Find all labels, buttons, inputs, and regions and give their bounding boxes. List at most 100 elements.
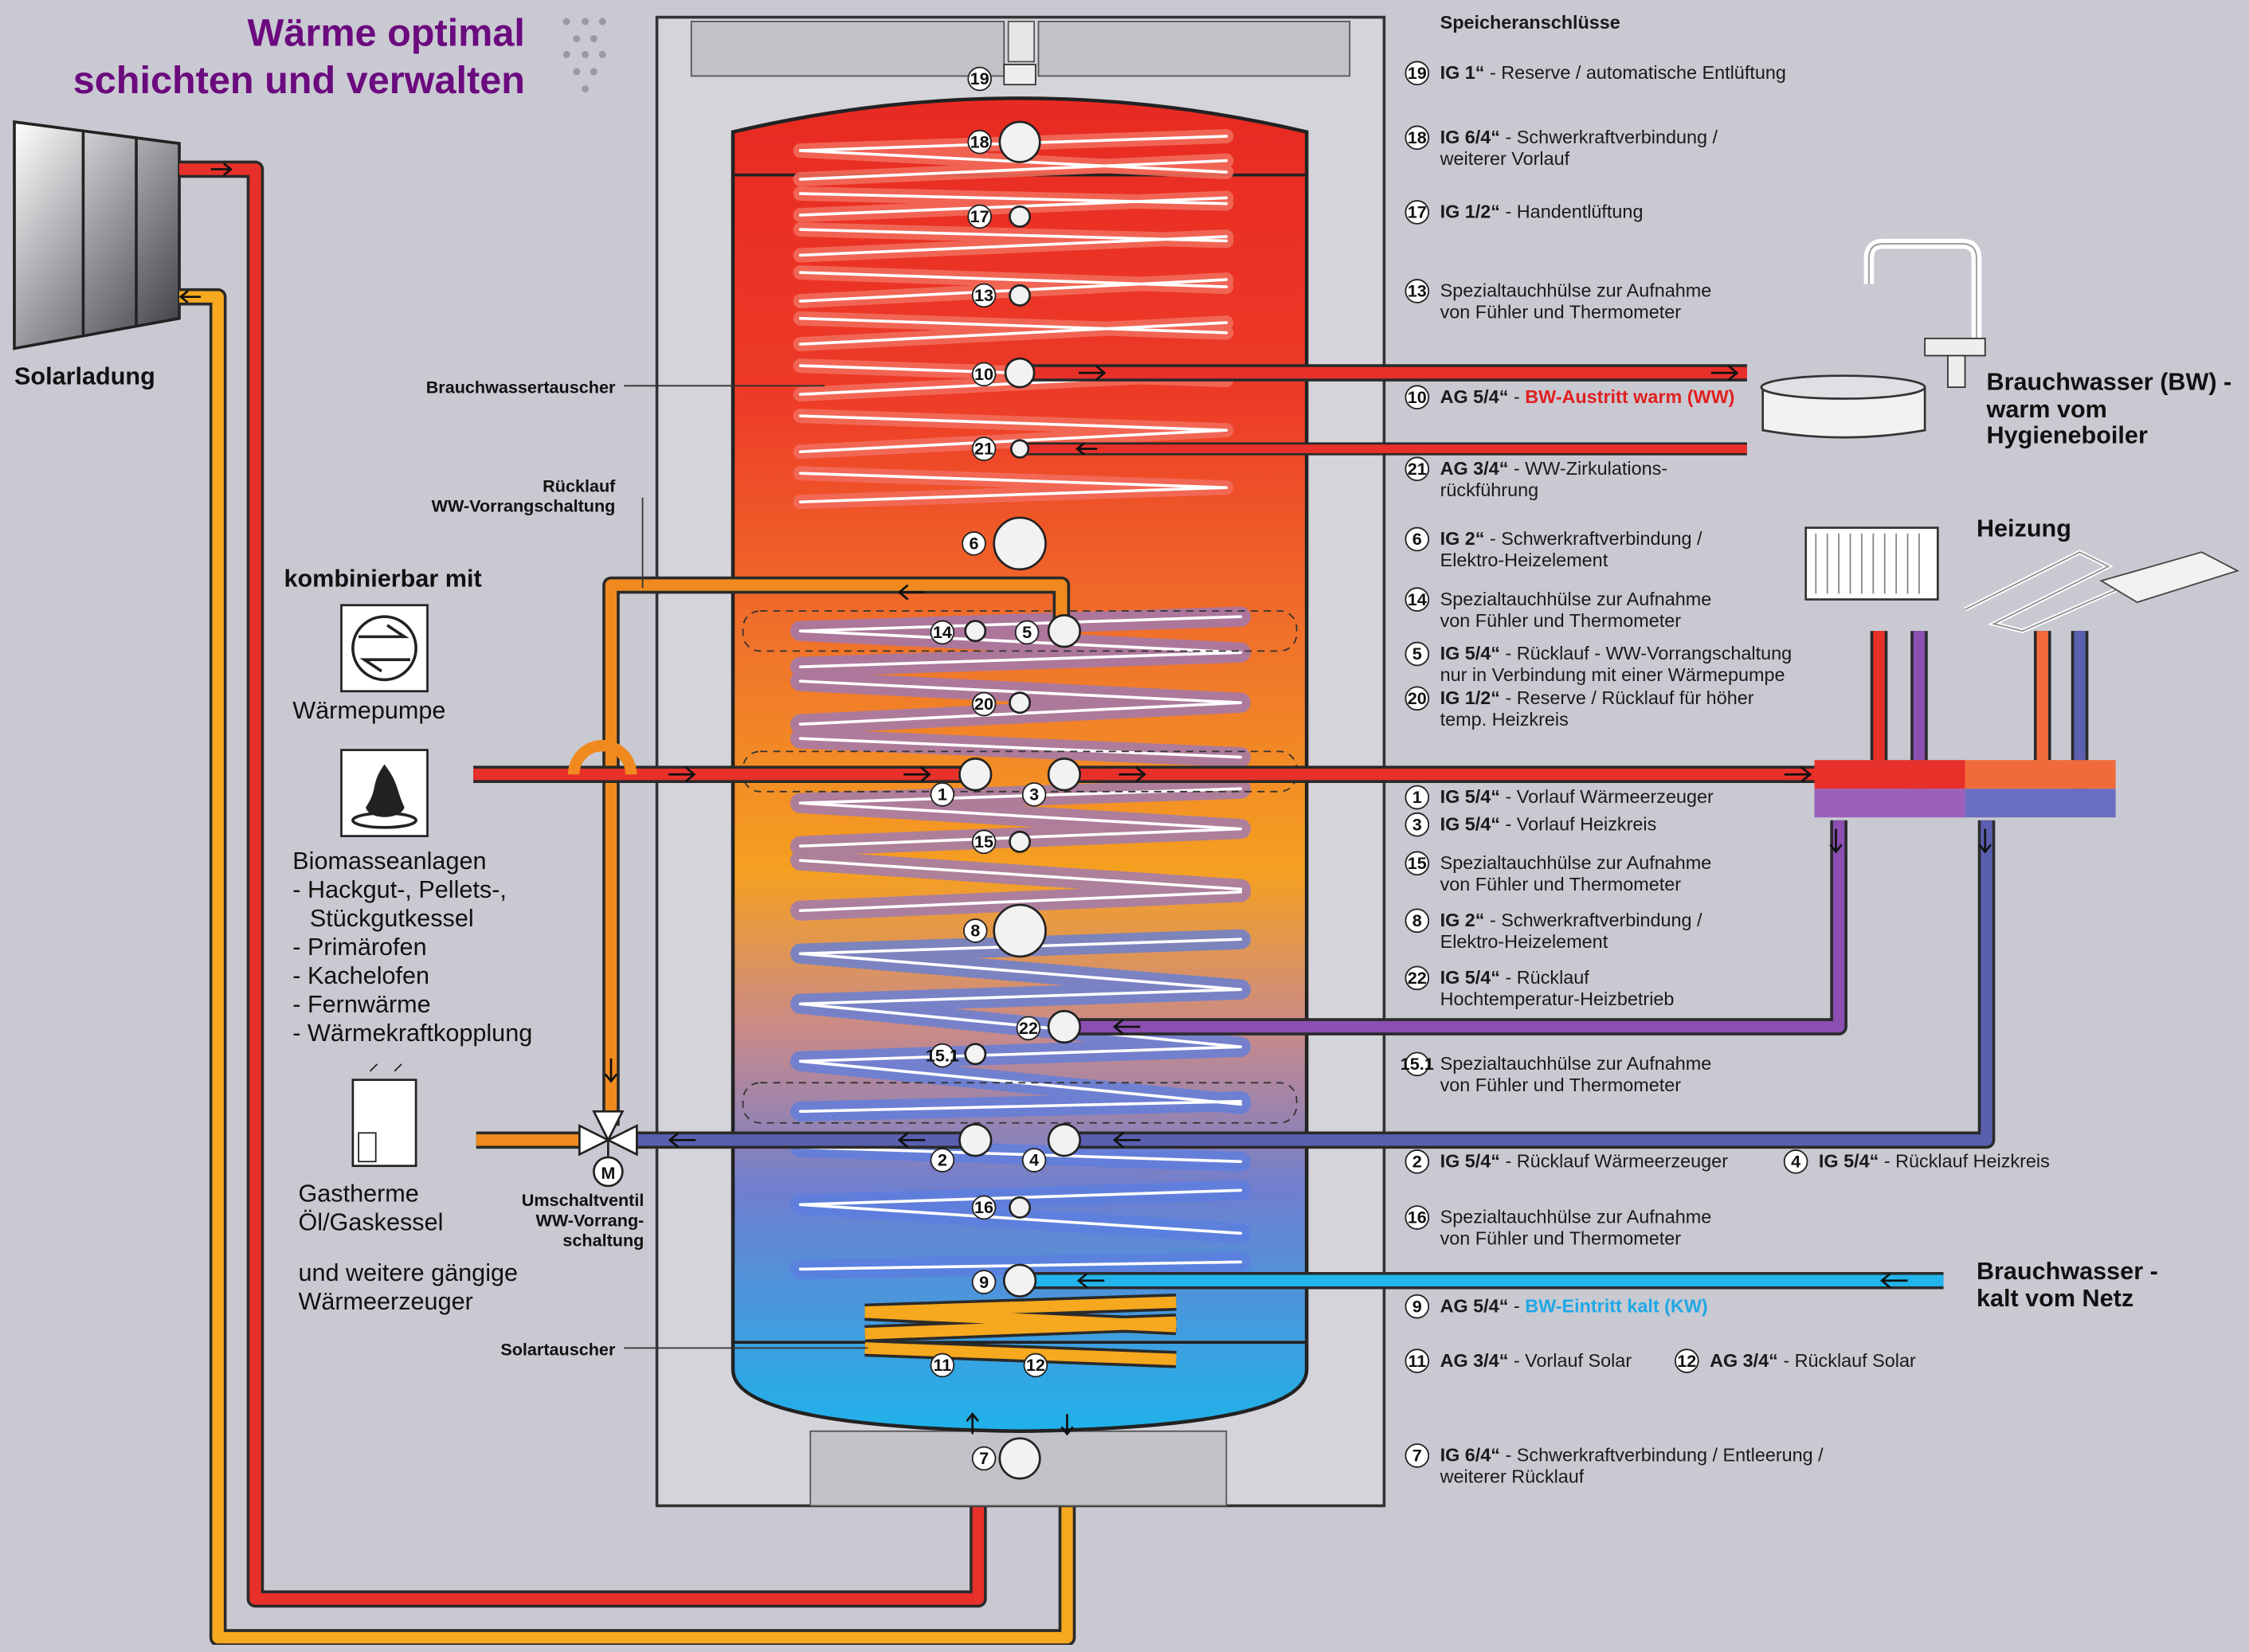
legend-item-text: Spezialtauchhülse zur Aufnahme xyxy=(1440,852,1712,873)
legend-badge-number: 20 xyxy=(1408,688,1427,708)
callout-solar-exchanger: Solartauscher xyxy=(500,1339,616,1359)
legend-item-text: Spezialtauchhülse zur Aufnahme xyxy=(1440,589,1712,609)
biomass-line-1: Biomasseanlagen xyxy=(292,848,486,875)
gas-line-2: Öl/Gaskessel xyxy=(298,1209,443,1236)
legend-item-text: IG 5/4“ - Rücklauf Heizkreis xyxy=(1819,1151,2050,1172)
legend-badge xyxy=(1405,456,1430,482)
legend-item-text-line2: weiterer Rücklauf xyxy=(1440,1466,1585,1487)
legend-badge xyxy=(1405,686,1430,711)
legend-badge xyxy=(1405,1294,1430,1319)
legend-item-text-line2: nur in Verbindung mit einer Wärmepumpe xyxy=(1440,664,1785,685)
legend-badge xyxy=(1405,527,1430,552)
port-number-1: 1 xyxy=(938,785,947,804)
legend-item-text: AG 3/4“ - Rücklauf Solar xyxy=(1710,1350,1916,1371)
port-number-11: 11 xyxy=(933,1355,951,1375)
legend-badge xyxy=(1405,1149,1430,1174)
combinable-heading: kombinierbar mit xyxy=(284,565,481,592)
legend-badge xyxy=(1405,785,1430,810)
more-line-1: und weitere gängige xyxy=(298,1259,518,1286)
legend-list: 19 IG 1“ - Reserve / automatische Entlüft… xyxy=(1401,61,2050,1487)
port-number-10: 10 xyxy=(974,364,993,384)
dhw-cold-line-1: Brauchwasser - xyxy=(1977,1258,2158,1285)
legend-badge xyxy=(1405,279,1430,303)
legend-item-text: IG 6/4“ - Schwerkraftverbindung / xyxy=(1440,127,1718,147)
legend-item-text: IG 2“ - Schwerkraftverbindung / xyxy=(1440,910,1702,930)
legend-item-text-line2: von Fühler und Thermometer xyxy=(1440,302,1682,323)
title-line-1: Wärme optimal xyxy=(248,12,525,55)
flow-arrows xyxy=(604,365,1992,1436)
legend-badge-number: 11 xyxy=(1408,1351,1426,1371)
gas-line-1: Gastherme xyxy=(298,1180,418,1208)
dhw-warm-line-3: Hygieneboiler xyxy=(1987,421,2148,448)
legend-badge-number: 13 xyxy=(1408,281,1427,301)
legend-badge xyxy=(1405,1051,1430,1077)
legend-badge xyxy=(1405,61,1430,86)
callout-return-1: Rücklauf xyxy=(543,476,616,496)
legend-badge-number: 18 xyxy=(1408,127,1427,147)
legend-item-text-line2: Elektro-Heizelement xyxy=(1440,931,1608,952)
legend-badge-number: 21 xyxy=(1408,459,1427,479)
port-number-16: 16 xyxy=(974,1197,993,1217)
legend-item-text: AG 5/4“ - BW-Austritt warm (WW) xyxy=(1440,386,1735,407)
valve-motor-label: M xyxy=(601,1163,615,1183)
dhw-cold-line-2: kalt vom Netz xyxy=(1977,1285,2133,1312)
biomass-line-7: - Wärmekraftkopplung xyxy=(292,1020,532,1047)
solar-label: Solarladung xyxy=(14,363,155,390)
dhw-warm-line-1: Brauchwasser (BW) - xyxy=(1987,369,2232,396)
legend-item-text: AG 3/4“ - Vorlauf Solar xyxy=(1440,1350,1632,1371)
legend-item-text: Spezialtauchhülse zur Aufnahme xyxy=(1440,280,1712,301)
legend-item-text-line2: rückführung xyxy=(1440,480,1539,500)
legend-badge xyxy=(1674,1349,1699,1373)
legend-item-text-line2: von Fühler und Thermometer xyxy=(1440,610,1682,631)
callout-dhw-exchanger: Brauchwassertauscher xyxy=(426,377,616,397)
port-number-2: 2 xyxy=(938,1150,947,1170)
port-number-8: 8 xyxy=(970,921,980,941)
heating-distributor xyxy=(1814,760,2116,818)
legend-item-text: IG 1/2“ - Handentlüftung xyxy=(1440,202,1644,222)
legend-badge xyxy=(1405,1349,1430,1373)
sink-basin-icon xyxy=(1760,374,1926,439)
legend-item-text: IG 5/4“ - Rücklauf Wärmeerzeuger xyxy=(1440,1151,1729,1172)
legend-item-text-line2: Elektro-Heizelement xyxy=(1440,550,1608,570)
legend-badge-number: 10 xyxy=(1408,387,1427,407)
legend-item-text-line2: von Fühler und Thermometer xyxy=(1440,1228,1682,1249)
port-number-20: 20 xyxy=(974,694,993,714)
callout-valve-2: WW-Vorrang- xyxy=(535,1210,644,1230)
legend-item-text: AG 5/4“ - BW-Eintritt kalt (KW) xyxy=(1440,1295,1708,1316)
legend-item-text: AG 3/4“ - WW-Zirkulations- xyxy=(1440,458,1668,479)
legend-item-text: IG 2“ - Schwerkraftverbindung / xyxy=(1440,528,1702,549)
legend-badge-number: 5 xyxy=(1412,644,1422,664)
heat-pump-icon xyxy=(340,604,429,693)
port-number-22: 22 xyxy=(1019,1018,1038,1038)
legend-item-text-line2: von Fühler und Thermometer xyxy=(1440,874,1682,895)
biomass-line-3: Stückgutkessel xyxy=(310,905,474,932)
legend-item-text: IG 1“ - Reserve / automatische Entlüftun… xyxy=(1440,62,1786,83)
solar-panel-icon xyxy=(13,119,181,350)
port-number-19: 19 xyxy=(970,69,989,88)
legend-badge-number: 14 xyxy=(1408,589,1427,609)
callout-lines xyxy=(624,385,868,1349)
legend-badge-number: 15.1 xyxy=(1401,1054,1434,1074)
legend-badge-number: 12 xyxy=(1677,1351,1696,1371)
port-number-3: 3 xyxy=(1029,785,1039,804)
port-number-15-1: 15.1 xyxy=(926,1045,959,1065)
solar-heat-exchanger-coil xyxy=(864,1293,1177,1368)
port-number-5: 5 xyxy=(1022,622,1032,642)
radiator-icon xyxy=(1804,527,1939,601)
gas-boiler-icon xyxy=(351,1063,417,1168)
callout-valve-1: Umschaltventil xyxy=(522,1190,645,1210)
port-number-7: 7 xyxy=(979,1448,989,1468)
title-line-2: schichten und verwalten xyxy=(73,59,525,102)
dhw-warm-line-2: warm vom xyxy=(1986,396,2107,423)
biomass-line-6: - Fernwärme xyxy=(292,991,430,1018)
legend-badge-number: 19 xyxy=(1408,63,1427,83)
legend-badge xyxy=(1405,965,1430,991)
port-number-12: 12 xyxy=(1026,1355,1045,1375)
legend-badge xyxy=(1405,908,1430,934)
legend-badge-number: 2 xyxy=(1412,1152,1422,1172)
legend-badge-number: 8 xyxy=(1412,910,1422,930)
flame-icon xyxy=(340,749,429,837)
port-number-21: 21 xyxy=(974,439,993,459)
legend-badge xyxy=(1405,1443,1430,1468)
